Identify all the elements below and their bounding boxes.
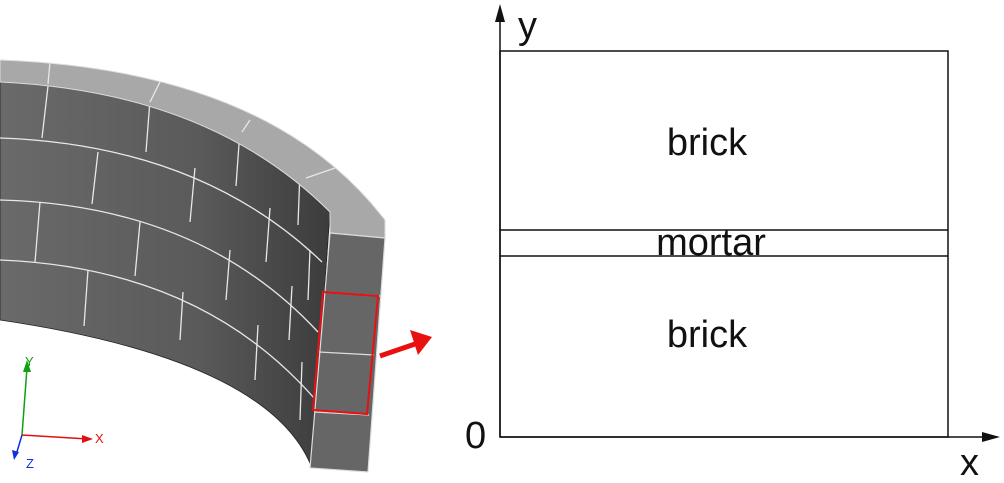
arrow-icon [379, 330, 432, 359]
highlighted-section [311, 290, 380, 416]
y-axis-arrow-icon [495, 4, 505, 22]
triad-x-label: X [95, 431, 104, 446]
axis-triad: Y X Z [12, 354, 104, 471]
section-diagram: brick mortar brick 0 y x [465, 4, 1000, 483]
brick-joints [0, 85, 323, 421]
brick-bottom-label: brick [667, 314, 748, 356]
triad-y-label: Y [25, 354, 34, 369]
y-axis-label: y [518, 5, 537, 47]
x-axis-label: x [960, 442, 979, 483]
mortar-label: mortar [656, 222, 766, 264]
brick-wall-3d-model: Y X Z [0, 59, 432, 473]
brick-top-label: brick [667, 122, 748, 164]
x-axis-arrow-icon [982, 432, 1000, 442]
triad-z-label: Z [26, 456, 34, 471]
section-outline [499, 50, 949, 438]
origin-label: 0 [465, 415, 486, 457]
